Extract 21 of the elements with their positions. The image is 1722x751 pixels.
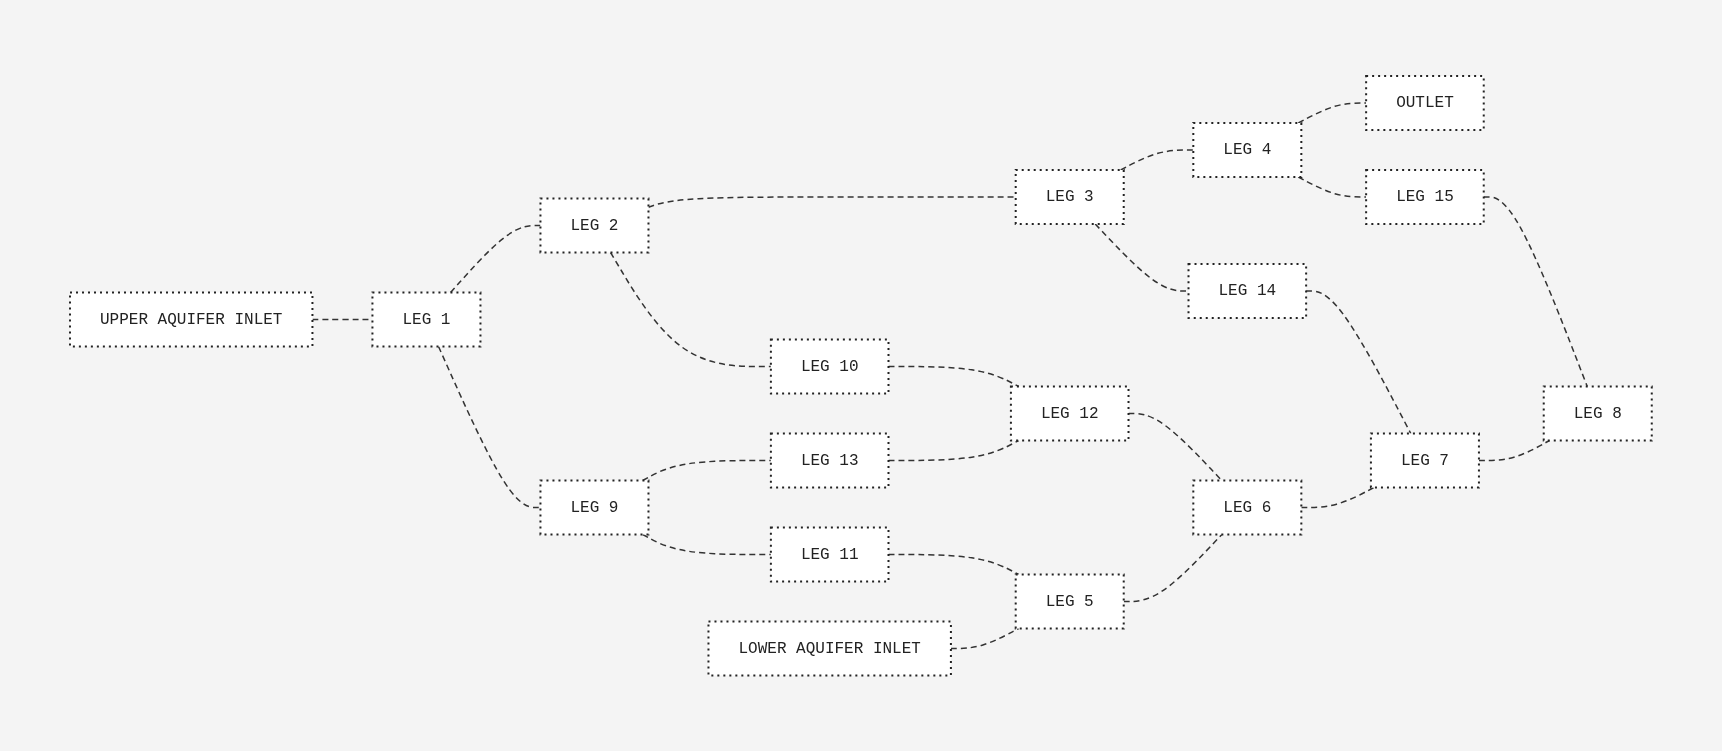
node-box: LEG 13 — [770, 432, 890, 489]
node-box: LEG 5 — [1014, 573, 1125, 630]
node-box: LEG 3 — [1014, 168, 1125, 225]
node-box: LEG 11 — [770, 526, 890, 583]
connector — [1123, 533, 1223, 602]
connector — [1483, 196, 1589, 387]
node-box: LEG 4 — [1192, 121, 1303, 178]
node-box: LEG 7 — [1370, 432, 1481, 489]
node-box: OUTLET — [1365, 74, 1485, 131]
node-box: LEG 8 — [1542, 385, 1653, 442]
node-box: LEG 10 — [770, 338, 890, 395]
node-box: LEG 9 — [539, 479, 650, 536]
node-box: LEG 1 — [371, 291, 482, 348]
connector — [609, 251, 772, 367]
node-box: LEG 12 — [1010, 385, 1130, 442]
node-box: LEG 2 — [539, 197, 650, 254]
node-box: LEG 15 — [1365, 168, 1485, 225]
node-box: UPPER AQUIFER INLET — [69, 291, 314, 348]
node-box: LEG 14 — [1187, 262, 1308, 319]
node-box: LOWER AQUIFER INLET — [707, 620, 953, 677]
node-box: LEG 6 — [1192, 479, 1303, 536]
